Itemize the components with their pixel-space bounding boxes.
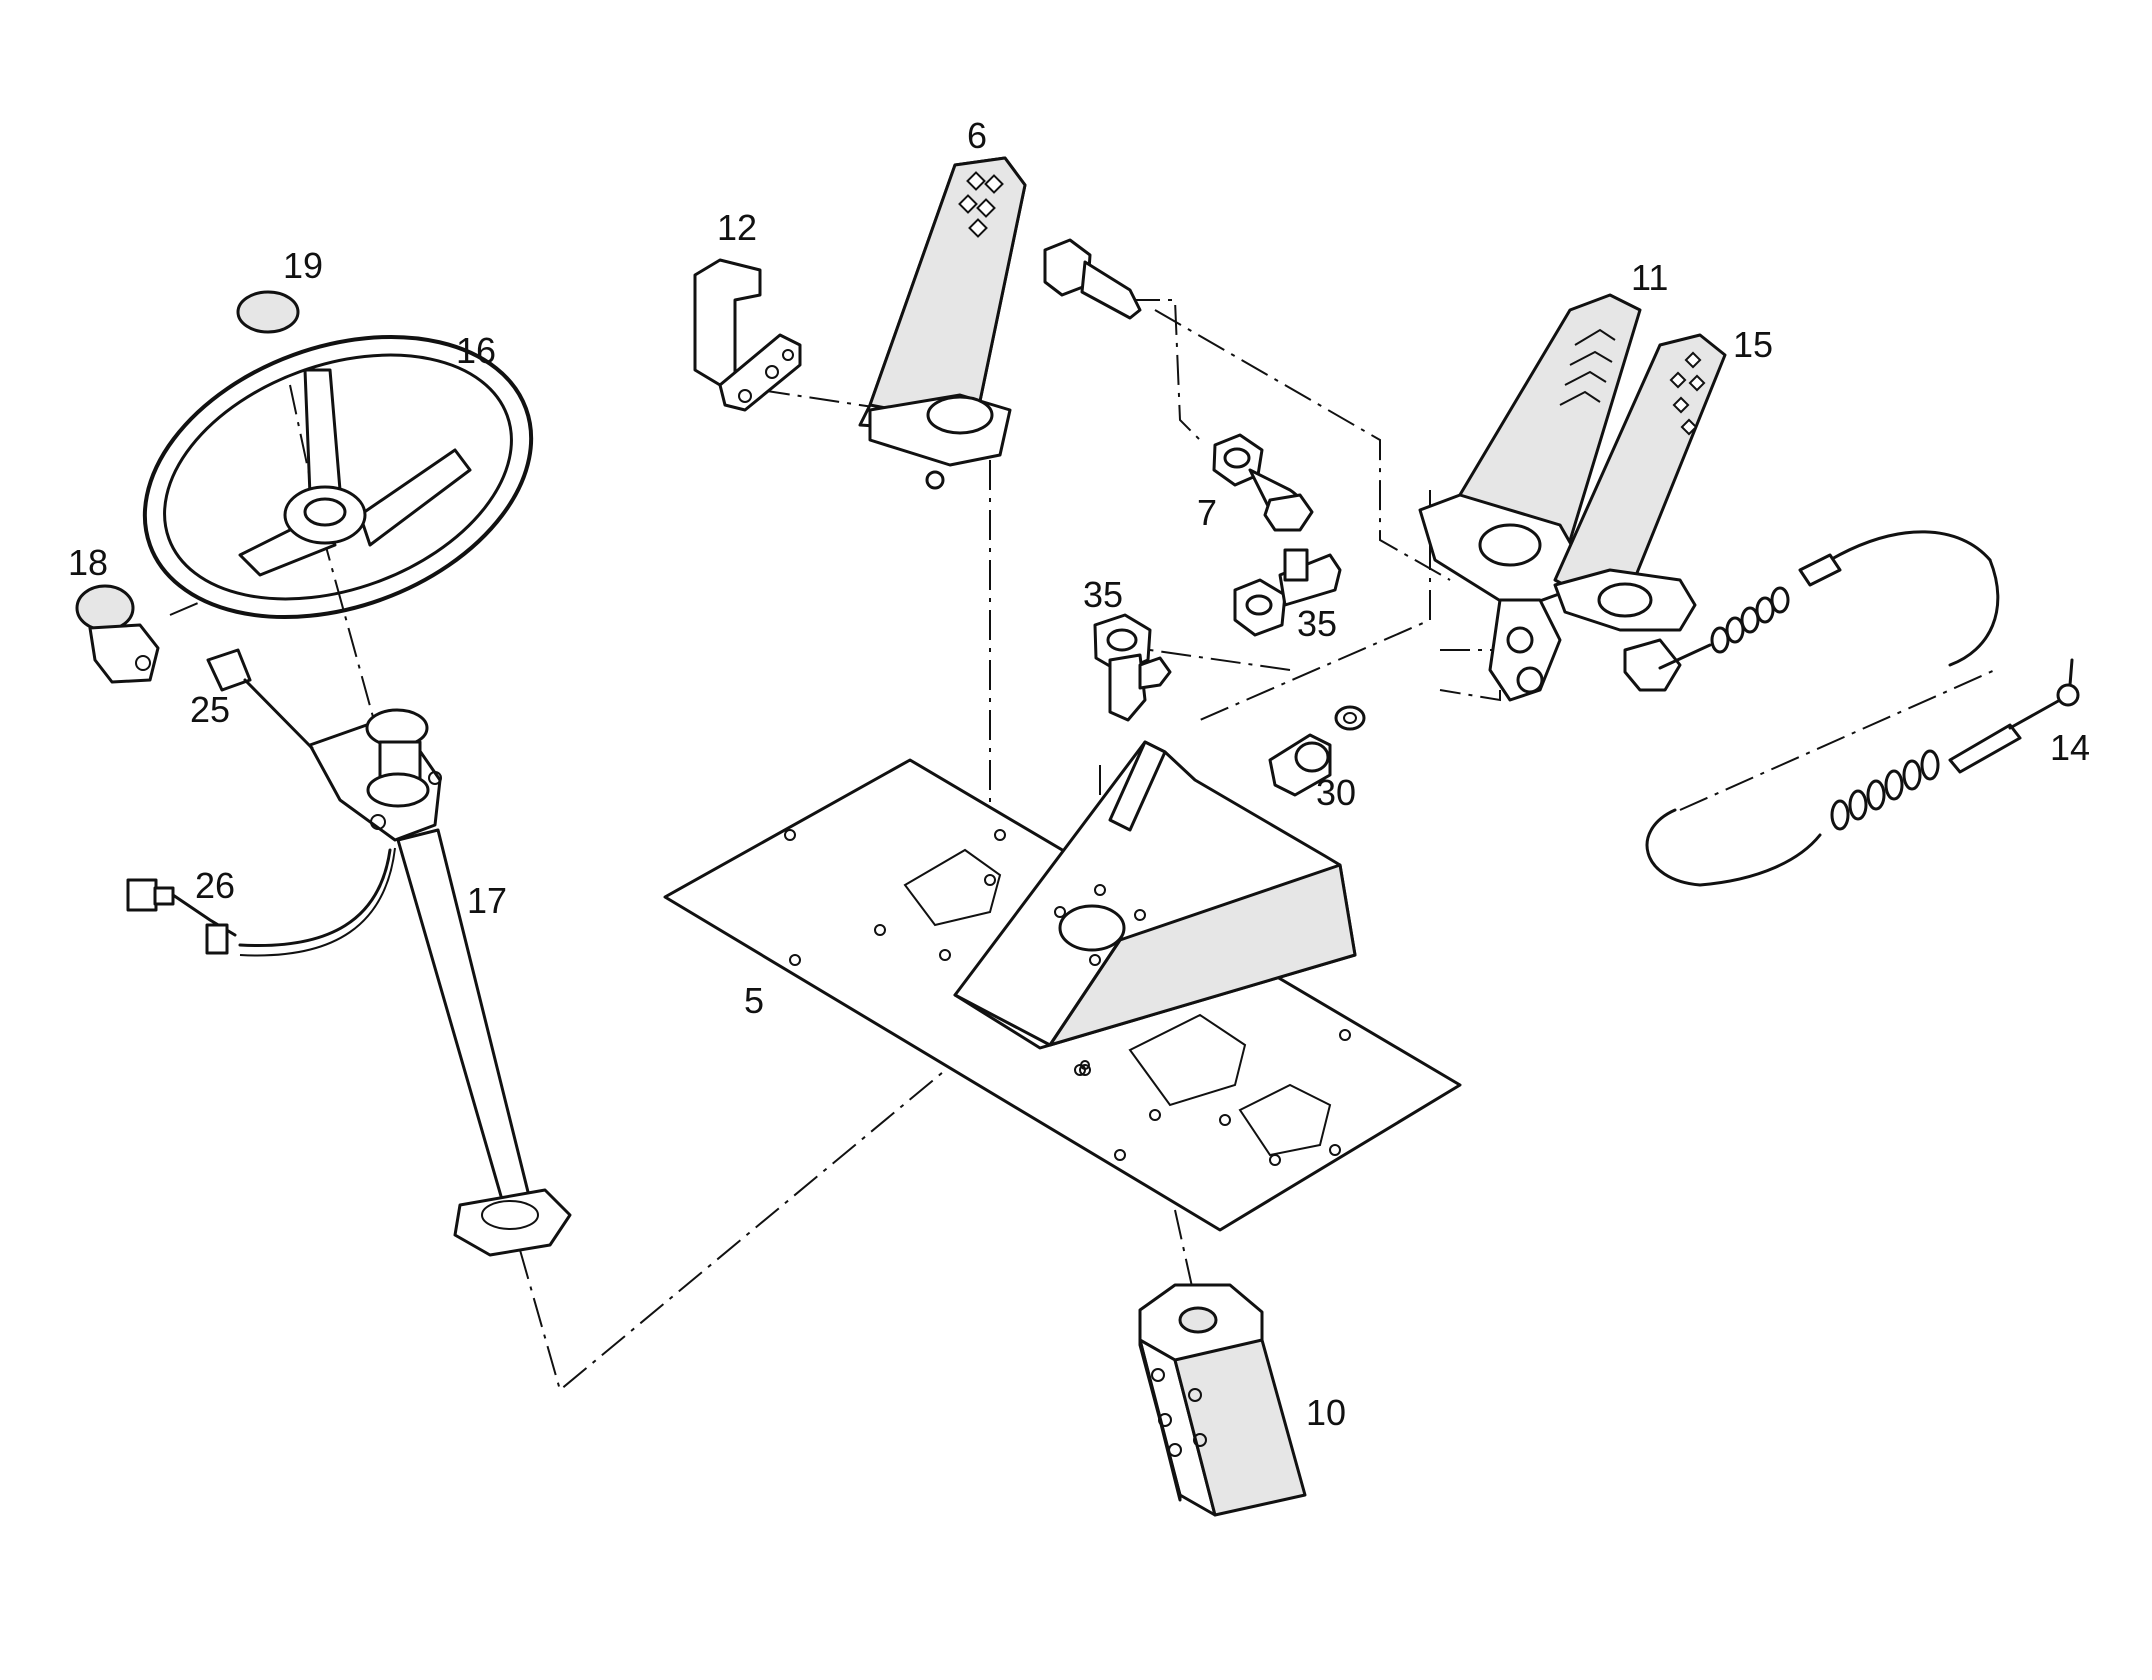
pressure-switch bbox=[1268, 705, 1366, 797]
elbow-fitting bbox=[1212, 433, 1314, 532]
tee-fitting bbox=[1233, 548, 1342, 637]
callout-6: 6 bbox=[967, 115, 988, 156]
callout-19: 19 bbox=[283, 245, 324, 286]
callout-16: 16 bbox=[456, 330, 497, 371]
spinner-knob bbox=[75, 584, 160, 684]
steering-column bbox=[308, 708, 572, 1257]
assembly-lines bbox=[169, 299, 1996, 1392]
second-pedal bbox=[1553, 333, 1727, 692]
steering-wheel bbox=[142, 334, 534, 620]
callout-7: 7 bbox=[1197, 492, 1218, 533]
callout-10: 10 bbox=[1306, 1392, 1347, 1433]
lever bbox=[206, 648, 314, 750]
control-cable bbox=[1645, 530, 2080, 887]
pedal-wedge-bracket bbox=[953, 740, 1357, 1050]
callout-17: 17 bbox=[467, 880, 508, 921]
callout-30: 30 bbox=[1316, 772, 1357, 813]
callout-35a: 35 bbox=[1083, 574, 1124, 615]
bracket bbox=[693, 258, 802, 412]
callout-5: 5 bbox=[744, 980, 765, 1021]
accelerator-pedal bbox=[858, 156, 1027, 490]
straight-fitting bbox=[1093, 613, 1172, 722]
horn-cap bbox=[236, 290, 300, 334]
callout-15: 15 bbox=[1733, 324, 1774, 365]
callout-14: 14 bbox=[2050, 727, 2091, 768]
banjo-bolt bbox=[1043, 238, 1142, 320]
support-post bbox=[1138, 1283, 1307, 1517]
brake-pedal bbox=[1418, 293, 1642, 702]
callout-11: 11 bbox=[1631, 257, 1669, 298]
wire-harness bbox=[126, 847, 396, 957]
callout-25: 25 bbox=[190, 689, 231, 730]
callout-18: 18 bbox=[68, 542, 109, 583]
callout-26: 26 bbox=[195, 865, 236, 906]
callout-35b: 35 bbox=[1297, 603, 1338, 644]
callout-12: 12 bbox=[717, 207, 758, 248]
